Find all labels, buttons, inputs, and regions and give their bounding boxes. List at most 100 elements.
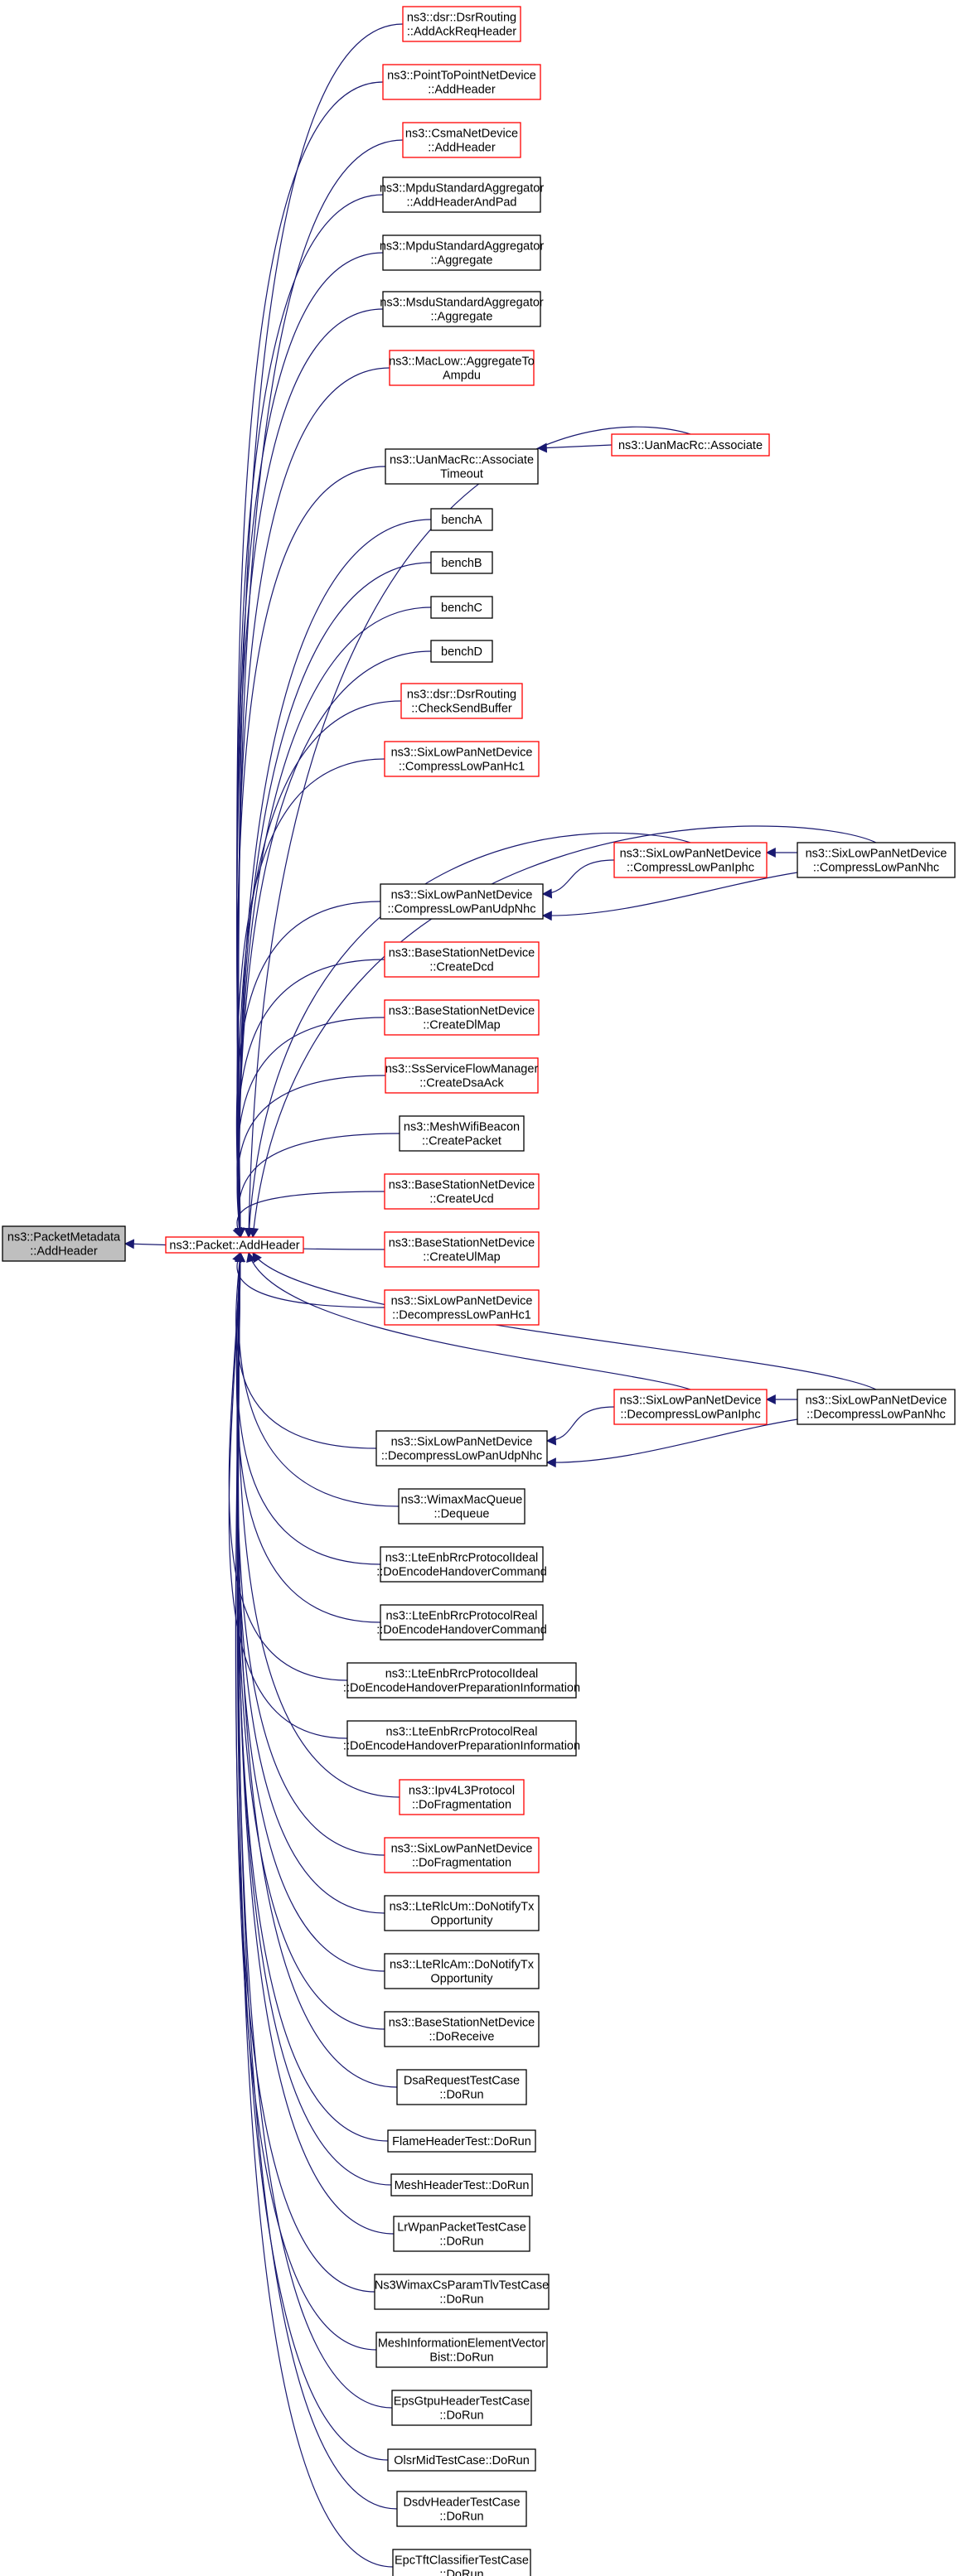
node-caller-ns3-lteenbrrcprotocolideal-doencodehandoverpreparationinformation[interactable]: ns3::LteEnbRrcProtocolIdeal::DoEncodeHan…	[343, 1662, 580, 1699]
node-caller-ns3-meshwifibeacon-createpacket[interactable]: ns3::MeshWifiBeacon::CreatePacket	[399, 1115, 525, 1152]
node-second-ns3-sixlowpannetdevice-decompresslowpaniphc[interactable]: ns3::SixLowPanNetDevice::DecompressLowPa…	[613, 1389, 768, 1425]
edge-associate-to-timeout	[536, 442, 613, 453]
node-caller-ns3-wimaxmacqueue-dequeue-label: ::Dequeue	[434, 1508, 490, 1521]
edge-caller-5	[235, 308, 384, 1239]
edge-caller-15	[235, 959, 385, 1239]
node-caller-bencha[interactable]: benchA	[430, 508, 493, 531]
edge-caller-7	[235, 466, 386, 1239]
node-caller-ns3-basestationnetdevice-doreceive[interactable]: ns3::BaseStationNetDevice::DoReceive	[384, 2011, 540, 2047]
node-caller-ns3-basestationnetdevice-createdcd[interactable]: ns3::BaseStationNetDevice::CreateDcd	[384, 941, 540, 978]
node-third-ns3-sixlowpannetdevice-decompresslowpannhc-box	[797, 1389, 956, 1425]
node-caller-ns3wimaxcsparamtlvtestcase-dorun-label: Ns3WimaxCsParamTlvTestCase	[375, 2279, 549, 2293]
node-caller-benchc-box	[430, 596, 493, 619]
node-caller-ns3-dsr-dsrrouting-addackreqheader[interactable]: ns3::dsr::DsrRouting::AddAckReqHeader	[402, 6, 521, 42]
node-caller-ns3-mpdustandardaggregator-aggregate[interactable]: ns3::MpduStandardAggregator::Aggregate	[380, 234, 544, 271]
node-second-ns3-uanmacrc-associate-box	[611, 433, 770, 457]
node-caller-ns3-wimaxmacqueue-dequeue[interactable]: ns3::WimaxMacQueue::Dequeue	[398, 1488, 526, 1525]
node-caller-ns3-sixlowpannetdevice-decompresslowpanhc1[interactable]: ns3::SixLowPanNetDevice::DecompressLowPa…	[384, 1289, 540, 1326]
node-caller-ns3-mpdustandardaggregator-addheaderandpad-label: ::AddHeaderAndPad	[406, 196, 516, 210]
node-layer: ns3::PacketMetadata::AddHeader ns3::Packe…	[2, 6, 956, 2576]
edge-diphc-to-center	[246, 1251, 691, 1390]
edge-caller-1	[235, 81, 384, 1239]
node-caller-ns3-pointtopointnetdevice-addheader[interactable]: ns3::PointToPointNetDevice::AddHeader	[382, 64, 541, 100]
node-caller-ns3-basestationnetdevice-createulmap[interactable]: ns3::BaseStationNetDevice::CreateUlMap	[384, 1231, 540, 1268]
node-caller-meshheadertest-dorun[interactable]: MeshHeaderTest::DoRun	[390, 2173, 533, 2197]
node-second-ns3-uanmacrc-associate-label: ns3::UanMacRc::Associate	[618, 439, 763, 452]
node-caller-flameheadertest-dorun-label: FlameHeaderTest::DoRun	[392, 2135, 531, 2148]
node-caller-ns3-ipv4l3protocol-dofragmentation-label: ::DoFragmentation	[412, 1799, 511, 1812]
edge-nhc-to-udpnhc	[541, 872, 798, 921]
node-caller-ns3-ipv4l3protocol-dofragmentation[interactable]: ns3::Ipv4L3Protocol::DoFragmentation	[399, 1779, 525, 1815]
node-caller-ns3-lteenbrrcprotocolreal-doencodehandoverpreparationinformation[interactable]: ns3::LteEnbRrcProtocolReal::DoEncodeHand…	[343, 1720, 580, 1757]
node-third-ns3-sixlowpannetdevice-compresslowpannhc[interactable]: ns3::SixLowPanNetDevice::CompressLowPanN…	[797, 842, 956, 878]
node-caller-ns3-lterlcam-donotifytxopportunity-label: ns3::LteRlcAm::DoNotifyTx	[390, 1959, 535, 1972]
node-caller-ns3-dsr-dsrrouting-addackreqheader-label: ::AddAckReqHeader	[407, 26, 516, 39]
node-caller-olsrmidtestcase-dorun[interactable]: OlsrMidTestCase::DoRun	[387, 2448, 536, 2472]
node-caller-ns3-sixlowpannetdevice-decompresslowpanudpnhc[interactable]: ns3::SixLowPanNetDevice::DecompressLowPa…	[375, 1430, 548, 1467]
node-caller-ns3wimaxcsparamtlvtestcase-dorun-label: ::DoRun	[439, 2293, 483, 2307]
node-caller-dsarequesttestcase-dorun-box	[396, 2069, 527, 2105]
node-caller-ns3-dsr-dsrrouting-checksendbuffer-label: ns3::dsr::DsrRouting	[407, 689, 516, 702]
node-caller-ns3-lteenbrrcprotocolreal-doencodehandovercommand[interactable]: ns3::LteEnbRrcProtocolReal::DoEncodeHand…	[376, 1604, 547, 1641]
node-caller-ns3-lterlcam-donotifytxopportunity-label: Opportunity	[431, 1973, 494, 1986]
node-caller-ns3-sixlowpannetdevice-dofragmentation[interactable]: ns3::SixLowPanNetDevice::DoFragmentation	[384, 1837, 540, 1873]
node-caller-ns3-sixlowpannetdevice-compresslowpanhc1[interactable]: ns3::SixLowPanNetDevice::CompressLowPanH…	[384, 741, 540, 777]
node-caller-flameheadertest-dorun[interactable]: FlameHeaderTest::DoRun	[387, 2129, 536, 2153]
node-caller-ns3-pointtopointnetdevice-addheader-label: ::AddHeader	[428, 84, 496, 97]
node-caller-ns3-uanmacrc-associatetimeout-box	[385, 448, 539, 485]
node-caller-ns3-lteenbrrcprotocolideal-doencodehandovercommand[interactable]: ns3::LteEnbRrcProtocolIdeal::DoEncodeHan…	[376, 1546, 547, 1583]
node-caller-ns3-ssserviceflowmanager-createdsaack-label: ns3::SsServiceFlowManager	[385, 1063, 539, 1076]
edge-caller-30	[235, 1251, 385, 1914]
node-caller-benchb[interactable]: benchB	[430, 551, 493, 574]
node-caller-lrwpanpackettestcase-dorun[interactable]: LrWpanPacketTestCase::DoRun	[393, 2216, 530, 2252]
node-caller-benchc[interactable]: benchC	[430, 596, 493, 619]
node-caller-ns3-lteenbrrcprotocolideal-doencodehandoverpreparationinformation-label: ::DoEncodeHandoverPreparationInformation	[343, 1682, 580, 1695]
node-caller-ns3-mpdustandardaggregator-addheaderandpad[interactable]: ns3::MpduStandardAggregator::AddHeaderAn…	[380, 176, 544, 213]
node-caller-ns3-sixlowpannetdevice-decompresslowpanhc1-label: ::DecompressLowPanHc1	[392, 1309, 531, 1322]
edge-caller-13	[235, 758, 385, 1239]
node-caller-ns3-wimaxmacqueue-dequeue-label: ns3::WimaxMacQueue	[401, 1494, 523, 1507]
node-caller-ns3-uanmacrc-associatetimeout-label: ns3::UanMacRc::Associate	[390, 454, 534, 467]
node-caller-ns3-msdustandardaggregator-aggregate-label: ns3::MsduStandardAggregator	[380, 297, 544, 310]
node-root-packetmetadata-addheader[interactable]: ns3::PacketMetadata::AddHeader	[2, 1225, 126, 1262]
node-packet-addheader-box	[165, 1236, 304, 1254]
node-caller-ns3-dsr-dsrrouting-addackreqheader-box	[402, 6, 521, 42]
node-caller-dsdvheadertestcase-dorun-box	[396, 2491, 527, 2527]
node-second-ns3-sixlowpannetdevice-compresslowpaniphc[interactable]: ns3::SixLowPanNetDevice::CompressLowPanI…	[613, 842, 768, 878]
node-caller-dsdvheadertestcase-dorun-label: ::DoRun	[439, 2511, 483, 2524]
node-caller-ns3-ssserviceflowmanager-createdsaack[interactable]: ns3::SsServiceFlowManager::CreateDsaAck	[385, 1057, 539, 1094]
node-caller-ns3-basestationnetdevice-createdlmap[interactable]: ns3::BaseStationNetDevice::CreateDlMap	[384, 999, 540, 1036]
node-caller-ns3-basestationnetdevice-doreceive-label: ::DoReceive	[429, 2031, 495, 2044]
node-caller-benchd[interactable]: benchD	[430, 640, 493, 663]
node-caller-ns3-sixlowpannetdevice-decompresslowpanudpnhc-box	[375, 1430, 548, 1467]
node-caller-ns3-basestationnetdevice-createucd[interactable]: ns3::BaseStationNetDevice::CreateUcd	[384, 1173, 540, 1210]
node-caller-olsrmidtestcase-dorun-label: OlsrMidTestCase::DoRun	[394, 2454, 530, 2467]
node-caller-ns3-msdustandardaggregator-aggregate[interactable]: ns3::MsduStandardAggregator::Aggregate	[380, 291, 544, 327]
node-third-ns3-sixlowpannetdevice-decompresslowpannhc[interactable]: ns3::SixLowPanNetDevice::DecompressLowPa…	[797, 1389, 956, 1425]
edge-caller-25	[235, 1251, 381, 1623]
node-caller-benchc-label: benchC	[441, 602, 482, 615]
node-second-ns3-uanmacrc-associate[interactable]: ns3::UanMacRc::Associate	[611, 433, 770, 457]
node-caller-dsarequesttestcase-dorun[interactable]: DsaRequestTestCase::DoRun	[396, 2069, 527, 2105]
node-caller-epctftclassifiertestcase-dorun[interactable]: EpcTftClassifierTestCase::DoRun	[392, 2549, 531, 2576]
edge-caller-12	[235, 700, 402, 1239]
node-second-ns3-sixlowpannetdevice-compresslowpaniphc-label: ns3::SixLowPanNetDevice	[620, 848, 762, 861]
node-caller-ns3-basestationnetdevice-doreceive-box	[384, 2011, 540, 2047]
node-caller-dsdvheadertestcase-dorun[interactable]: DsdvHeaderTestCase::DoRun	[396, 2491, 527, 2527]
node-caller-ns3-csmanetdevice-addheader[interactable]: ns3::CsmaNetDevice::AddHeader	[402, 122, 521, 158]
edge-caller-40	[235, 1251, 389, 2461]
node-caller-ns3-sixlowpannetdevice-decompresslowpanhc1-box	[384, 1289, 540, 1326]
node-caller-ns3-sixlowpannetdevice-compresslowpanudpnhc[interactable]: ns3::SixLowPanNetDevice::CompressLowPanU…	[380, 883, 544, 920]
node-packet-addheader[interactable]: ns3::Packet::AddHeader	[165, 1236, 304, 1254]
node-caller-ns3wimaxcsparamtlvtestcase-dorun-box	[374, 2274, 550, 2310]
node-caller-ns3-sixlowpannetdevice-compresslowpanhc1-box	[384, 741, 540, 777]
node-caller-ns3-dsr-dsrrouting-checksendbuffer[interactable]: ns3::dsr::DsrRouting::CheckSendBuffer	[400, 683, 523, 719]
node-caller-epsgtpuheadertestcase-dorun[interactable]: EpsGtpuHeaderTestCase::DoRun	[391, 2390, 532, 2426]
node-caller-ns3wimaxcsparamtlvtestcase-dorun[interactable]: Ns3WimaxCsParamTlvTestCase::DoRun	[374, 2274, 550, 2310]
node-caller-ns3-pointtopointnetdevice-addheader-label: ns3::PointToPointNetDevice	[387, 70, 536, 83]
